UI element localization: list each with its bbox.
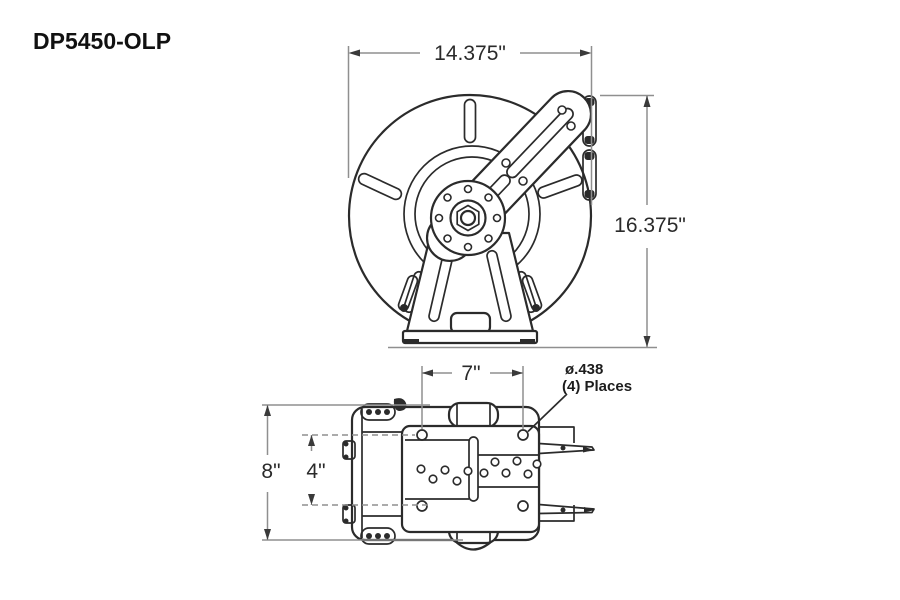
dim-front-width-label: 14.375" xyxy=(434,42,506,65)
callout-leader-line xyxy=(527,393,568,433)
top-view xyxy=(342,398,595,551)
hub-shaft xyxy=(459,209,477,227)
dim-front-height-label: 16.375" xyxy=(614,214,686,237)
leg-slot-right xyxy=(486,249,512,323)
front-view xyxy=(347,89,597,345)
hub-bolt-holes xyxy=(434,184,502,252)
hub xyxy=(429,179,507,257)
disc-slot-left xyxy=(357,172,403,201)
mounting-hole-tr xyxy=(517,429,529,441)
hole-callout-line2: (4) Places xyxy=(562,378,632,395)
tab-knob-left xyxy=(400,304,408,312)
disc-slot-right xyxy=(537,174,583,199)
base-plate xyxy=(401,329,539,345)
mounting-plate-outline xyxy=(400,424,541,534)
dim-bolt-depth-label: 4" xyxy=(306,460,325,483)
mounting-plate xyxy=(400,424,542,534)
base-foot-left xyxy=(404,339,419,344)
mounting-hole-br xyxy=(517,500,529,512)
disc-slot-top xyxy=(463,98,477,144)
base-foot-right xyxy=(520,339,535,344)
hole-rows xyxy=(416,456,542,486)
dim-overall-depth-label: 8" xyxy=(261,460,280,483)
hub-hex-nut xyxy=(456,204,480,232)
guide-roller-bottom xyxy=(582,149,597,201)
left-c-tab-top xyxy=(342,440,356,460)
arm-holes xyxy=(501,105,576,186)
hole-callout-line1: ø.438 xyxy=(565,361,603,378)
tab-knob-right xyxy=(532,304,540,312)
dimensions-top: 7" 8" 4" ø.438 (4) Places xyxy=(261,361,632,541)
mounting-hole-bl xyxy=(416,500,428,512)
roller-cap xyxy=(584,190,595,198)
dim-bolt-span-label: 7" xyxy=(461,362,480,385)
hub-bearing xyxy=(449,199,487,237)
mounting-hole-tl xyxy=(416,429,428,441)
right-arms xyxy=(538,426,595,522)
mounting-holes xyxy=(416,429,529,512)
top-left-details xyxy=(342,409,402,538)
drawing-title: DP5450-OLP xyxy=(33,28,171,54)
roller-cap xyxy=(584,136,595,144)
roller-cap xyxy=(584,152,595,160)
dimensions-front: 14.375" 16.375" xyxy=(347,42,686,349)
left-c-tab-bottom xyxy=(342,504,356,524)
